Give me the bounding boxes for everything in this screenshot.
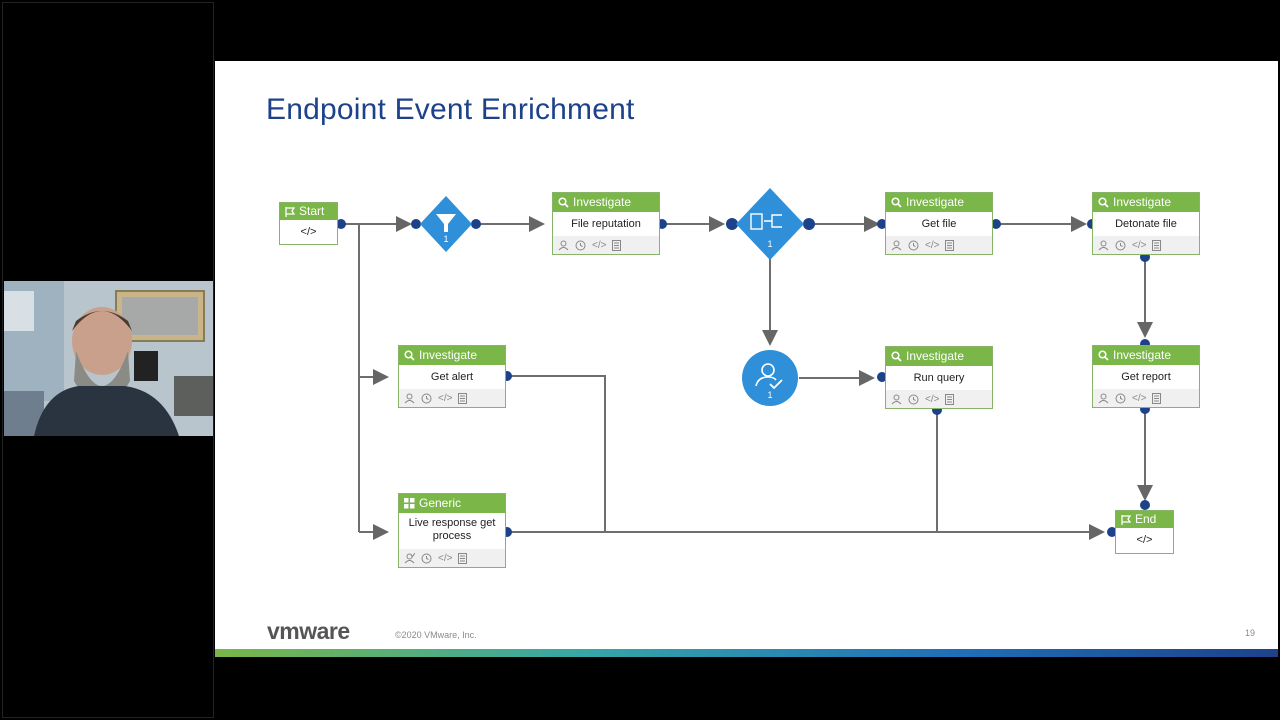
flag-icon xyxy=(285,206,295,217)
end-label: End xyxy=(1135,512,1157,526)
code-icon: </> xyxy=(925,239,940,251)
get-report-node[interactable]: Investigate Get report </> xyxy=(1092,345,1200,408)
branch-icon xyxy=(764,214,782,228)
clock-icon xyxy=(421,553,432,564)
notes-icon xyxy=(612,239,622,251)
vmware-logo: vmware xyxy=(267,618,350,644)
node-name: Live response get process xyxy=(408,517,496,542)
flag-icon xyxy=(1121,514,1131,525)
assignee-icon xyxy=(558,240,569,251)
copyright-text: ©2020 VMware, Inc. xyxy=(395,630,477,640)
start-code: </> xyxy=(300,226,317,238)
notes-icon xyxy=(458,552,468,564)
slide-title: Endpoint Event Enrichment xyxy=(266,93,635,126)
node-type: Investigate xyxy=(906,195,965,209)
user-icon xyxy=(761,363,775,377)
decision-count: 1 xyxy=(767,239,773,249)
approval-circle xyxy=(742,350,798,406)
footer-gradient-bar xyxy=(215,649,1278,657)
notes-icon xyxy=(945,393,955,405)
search-icon xyxy=(891,197,902,208)
check-icon xyxy=(769,379,783,390)
notes-icon xyxy=(458,392,468,404)
notes-icon xyxy=(1152,392,1162,404)
grid-icon xyxy=(404,498,415,509)
code-icon: </> xyxy=(1132,392,1147,404)
get-file-node[interactable]: Investigate Get file </> xyxy=(885,192,993,255)
notes-icon xyxy=(1152,239,1162,251)
slide: Endpoint Event Enrichment xyxy=(215,61,1278,657)
document-icon xyxy=(750,213,763,230)
node-name: Get alert xyxy=(430,371,474,383)
code-icon: </> xyxy=(1132,239,1147,251)
clock-icon xyxy=(908,394,919,405)
node-type: Investigate xyxy=(419,348,478,362)
start-node[interactable]: Start </> xyxy=(279,202,338,245)
approval-count: 1 xyxy=(767,390,773,400)
assignee-icon xyxy=(1098,393,1109,404)
end-code: </> xyxy=(1136,534,1153,546)
detonate-file-node[interactable]: Investigate Detonate file </> xyxy=(1092,192,1200,255)
code-icon: </> xyxy=(925,393,940,405)
search-icon xyxy=(1098,350,1109,361)
decision-node[interactable]: 1 xyxy=(736,188,804,260)
assignee-icon xyxy=(1098,240,1109,251)
clock-icon xyxy=(908,240,919,251)
clock-icon xyxy=(1115,393,1126,404)
approval-node[interactable]: 1 xyxy=(742,350,798,406)
node-type: Generic xyxy=(419,496,462,510)
node-name: File reputation xyxy=(571,218,641,230)
assignee-icon xyxy=(404,393,415,404)
assignee-icon xyxy=(891,394,902,405)
live-response-node[interactable]: Generic Live response get process </> xyxy=(398,493,506,568)
page-number: 19 xyxy=(1245,628,1256,638)
node-type: Investigate xyxy=(1113,195,1172,209)
node-name: Run query xyxy=(913,372,965,384)
search-icon xyxy=(558,197,569,208)
clock-icon xyxy=(1115,240,1126,251)
assignee-check-icon xyxy=(404,552,415,564)
decision-diamond xyxy=(736,188,804,260)
notes-icon xyxy=(945,239,955,251)
assignee-icon xyxy=(891,240,902,251)
code-icon: </> xyxy=(438,552,453,564)
filter-count: 1 xyxy=(443,234,449,244)
node-type: Investigate xyxy=(1113,348,1172,362)
search-icon xyxy=(1098,197,1109,208)
node-type: Investigate xyxy=(573,195,632,209)
run-query-node[interactable]: Investigate Run query </> xyxy=(885,346,993,409)
get-alert-node[interactable]: Investigate Get alert </> xyxy=(398,345,506,408)
end-node[interactable]: End </> xyxy=(1115,510,1174,554)
clock-icon xyxy=(575,240,586,251)
node-type: Investigate xyxy=(906,349,965,363)
node-name: Get file xyxy=(921,218,957,230)
search-icon xyxy=(891,351,902,362)
node-name: Detonate file xyxy=(1115,218,1177,230)
node-name: Get report xyxy=(1121,371,1171,383)
search-icon xyxy=(404,350,415,361)
file-reputation-node[interactable]: Investigate File reputation </> xyxy=(552,192,660,255)
code-icon: </> xyxy=(592,239,607,251)
start-label: Start xyxy=(299,204,325,218)
filter-node[interactable]: 1 xyxy=(420,196,472,252)
code-icon: </> xyxy=(438,392,453,404)
funnel-icon xyxy=(436,214,456,232)
webcam-video xyxy=(4,281,213,436)
webcam-scene xyxy=(4,281,213,436)
clock-icon xyxy=(421,393,432,404)
filter-diamond xyxy=(420,196,472,252)
